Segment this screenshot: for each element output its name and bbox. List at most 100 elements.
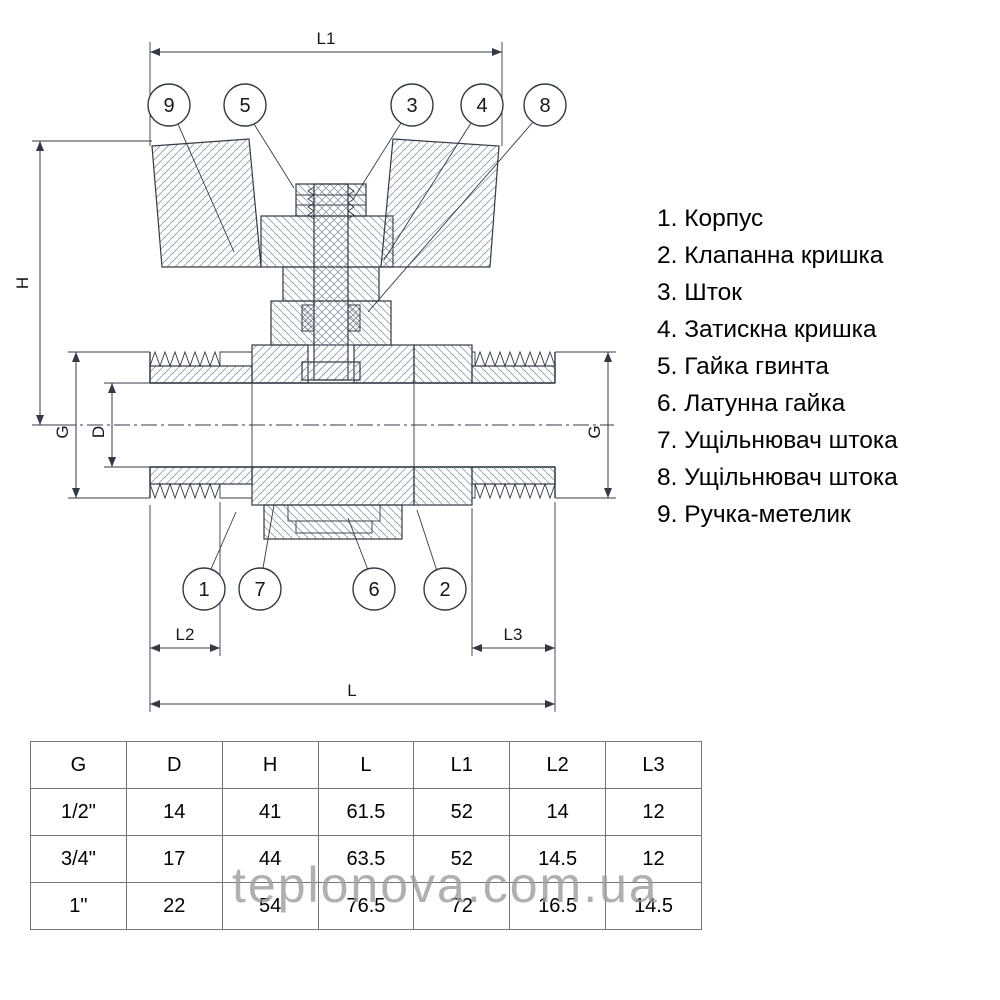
table-cell: 54	[221, 882, 319, 930]
union-seat-lines	[251, 383, 415, 467]
table-cell: 12	[605, 788, 702, 836]
leader-6	[347, 517, 369, 571]
union-nut-top	[413, 344, 473, 384]
parts-list-item: 2. Клапанна кришка	[657, 242, 884, 269]
table-cell: 3/4"	[30, 835, 127, 883]
callout-2: 2	[423, 567, 467, 611]
table-cell: 72	[413, 882, 511, 930]
parts-list-item: 7. Ущільнювач штока	[657, 427, 898, 454]
callout-circle	[460, 83, 504, 127]
table-cell: 1/2"	[30, 788, 127, 836]
callout-circle	[182, 567, 226, 611]
table-header-cell: L2	[509, 741, 607, 789]
callout-number: 3	[406, 95, 417, 117]
stem-foot	[301, 361, 361, 381]
callout-leaders	[177, 121, 534, 572]
callout-circle	[390, 83, 434, 127]
parts-list-item: 3. Шток	[657, 279, 742, 306]
right-pipe-bottom-wall	[471, 466, 556, 485]
left-thread-top	[149, 350, 221, 368]
table-cell: 14.5	[605, 882, 702, 930]
dim-label-g-right: G	[585, 425, 604, 438]
callout-number: 7	[254, 579, 265, 601]
callout-number: 4	[476, 95, 487, 117]
left-shoulder-bottom	[219, 484, 252, 499]
callout-circle	[223, 83, 267, 127]
stem-thread-right	[347, 186, 355, 220]
table-cell: 14	[509, 788, 607, 836]
callout-circle	[523, 83, 567, 127]
valve-cover	[413, 344, 556, 506]
table-header-cell: L	[317, 741, 415, 789]
left-shoulder-top	[219, 351, 252, 366]
table-header-row: G D H L L1 L2 L3	[30, 741, 702, 789]
callout-number: 1	[198, 579, 209, 601]
left-pipe-top-wall	[149, 365, 253, 384]
leader-1	[210, 511, 237, 570]
parts-list: 1. Корпус 2. Клапанна кришка 3. Шток 4. …	[657, 205, 898, 538]
table-cell: 1"	[30, 882, 127, 930]
callout-circle	[352, 567, 396, 611]
callout-1: 1	[182, 567, 226, 611]
right-pipe-top-wall	[471, 365, 556, 384]
leader-3	[353, 122, 402, 199]
dim-label-l1: L1	[317, 29, 336, 48]
stem-assembly	[301, 183, 361, 381]
table-row: 1/2" 14 41 61.5 52 14 12	[30, 788, 702, 836]
callout-7: 7	[238, 567, 282, 611]
table-cell: 61.5	[317, 788, 415, 836]
table-cell: 16.5	[509, 882, 607, 930]
parts-list-item: 9. Ручка-метелик	[657, 501, 851, 528]
dim-label-l3: L3	[504, 625, 523, 644]
parts-list-item: 4. Затискна кришка	[657, 316, 877, 343]
table-cell: 52	[413, 835, 511, 883]
stem-seal-left	[301, 304, 315, 332]
leader-4	[383, 122, 472, 261]
table-cell: 52	[413, 788, 511, 836]
stem-thread-left	[307, 186, 315, 220]
bottom-brass-nut	[263, 504, 403, 540]
table-cell: 14.5	[509, 835, 607, 883]
table-cell: 44	[221, 835, 319, 883]
parts-list-item: 6. Латунна гайка	[657, 390, 846, 417]
callout-circle	[147, 83, 191, 127]
butterfly-handle	[151, 138, 500, 268]
right-thread-top	[472, 350, 556, 368]
leader-9	[177, 123, 235, 253]
dim-label-h: H	[13, 277, 32, 289]
valve-technical-drawing: L1 H G D G L2 L3 L	[13, 29, 616, 712]
dim-label-d: D	[89, 426, 108, 438]
dimension-lines: L1 H G D G L2 L3 L	[13, 29, 616, 712]
leader-8	[367, 121, 534, 313]
callout-4: 4	[460, 83, 504, 127]
leader-7	[262, 504, 275, 569]
callout-6: 6	[352, 567, 396, 611]
table-header-cell: D	[125, 741, 223, 789]
callout-5: 5	[223, 83, 267, 127]
l1-extension-lines	[149, 42, 503, 146]
table-cell: 76.5	[317, 882, 415, 930]
handle-left-wing	[151, 138, 262, 268]
table-row: 3/4" 17 44 63.5 52 14.5 12	[30, 835, 702, 883]
bottom-seal	[295, 520, 373, 534]
left-thread-bottom	[149, 482, 221, 500]
dim-label-l: L	[347, 681, 356, 700]
callout-number: 2	[439, 579, 450, 601]
body-top-wall-left	[251, 344, 309, 384]
union-nut-bottom	[413, 466, 473, 506]
right-thread-bottom	[472, 482, 556, 500]
table-cell: 63.5	[317, 835, 415, 883]
left-pipe-bottom-wall	[149, 466, 253, 485]
table-cell: 22	[125, 882, 223, 930]
parts-list-item: 8. Ущільнювач штока	[657, 464, 898, 491]
callout-3: 3	[390, 83, 434, 127]
callout-number: 8	[539, 95, 550, 117]
callout-8: 8	[523, 83, 567, 127]
table-header-cell: H	[221, 741, 319, 789]
body-bottom-wall	[251, 466, 415, 506]
callout-number: 9	[163, 95, 174, 117]
stem	[313, 183, 349, 381]
table-cell: 41	[221, 788, 319, 836]
table-cell: 17	[125, 835, 223, 883]
